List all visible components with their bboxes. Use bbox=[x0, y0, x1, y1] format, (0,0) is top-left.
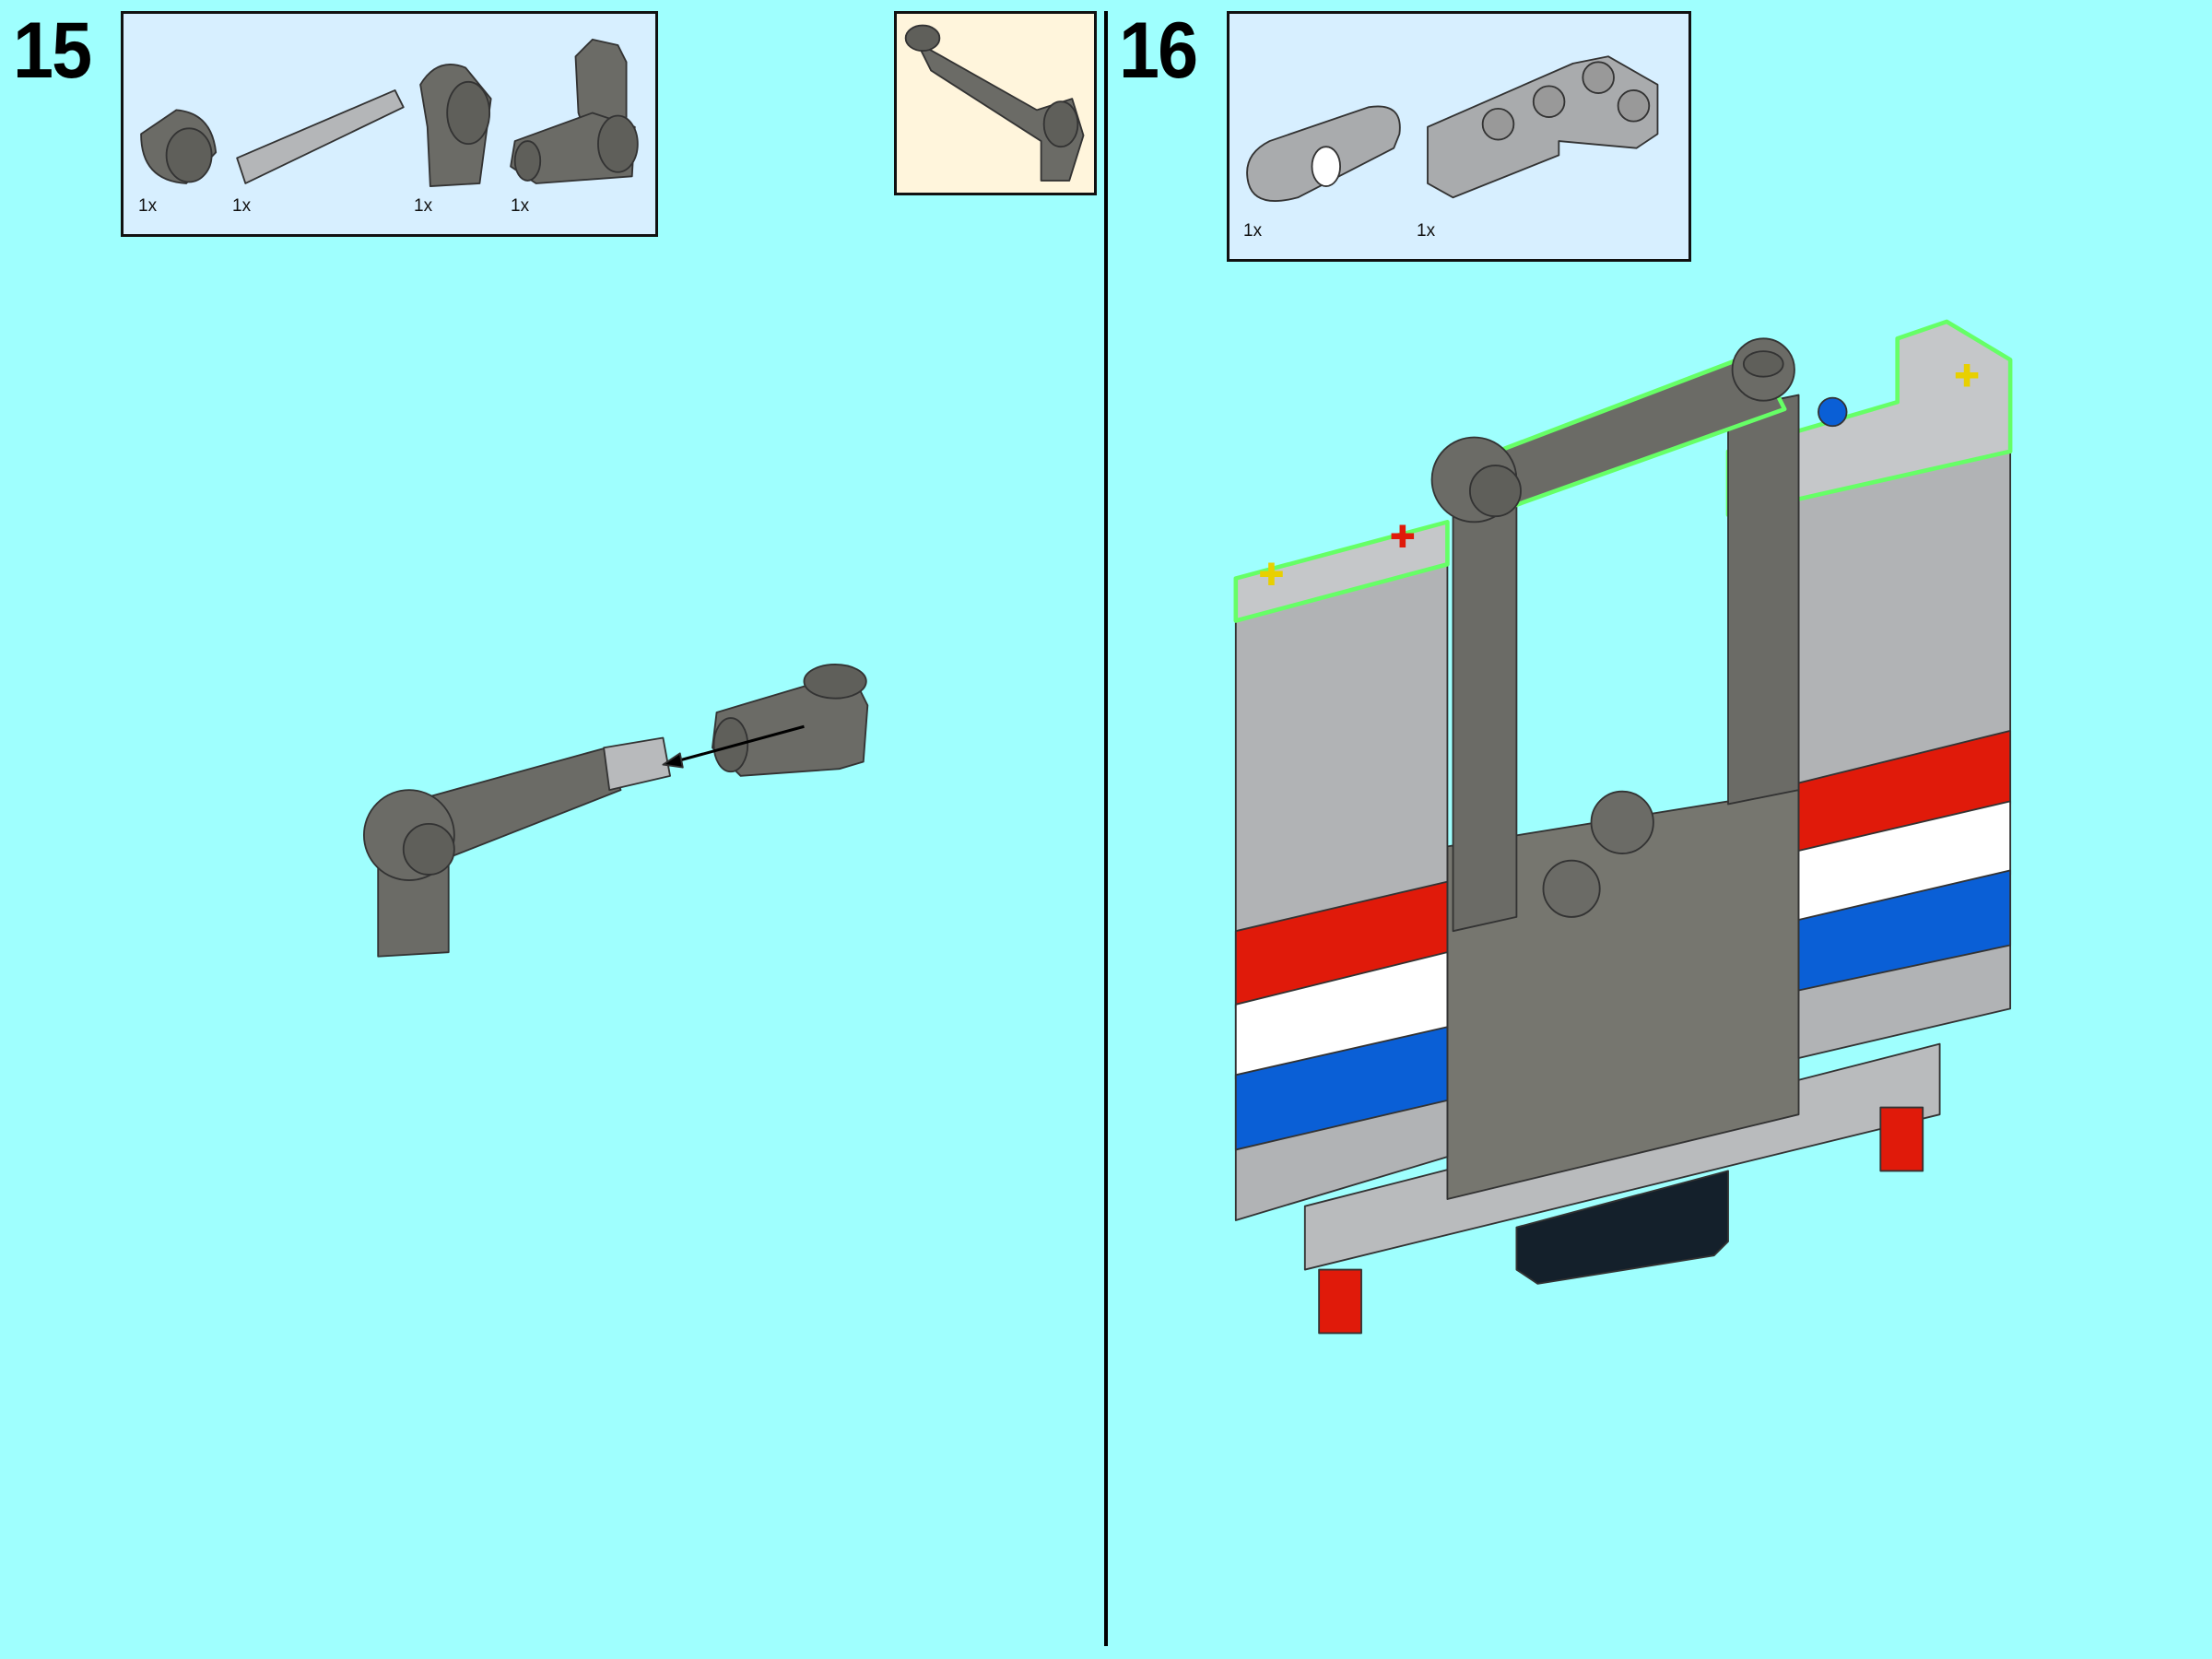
callout-subassembly-image bbox=[904, 24, 1085, 182]
svg-text:✚: ✚ bbox=[1258, 557, 1284, 593]
step-divider bbox=[1104, 11, 1108, 1646]
part-qty: 1x bbox=[414, 196, 433, 216]
part-qty: 1x bbox=[138, 196, 158, 216]
part-qty: 1x bbox=[1243, 221, 1263, 241]
step-number-16: 16 bbox=[1119, 6, 1198, 95]
part-qty: 1x bbox=[232, 196, 252, 216]
part-l-liftarm-image bbox=[1427, 55, 1659, 199]
part-thin-liftarm-image bbox=[1246, 105, 1401, 202]
arrow-head-icon bbox=[662, 752, 684, 769]
step-16-assembly: ✚ ✚ ✚ bbox=[1233, 319, 2013, 1335]
assembly-arrow bbox=[674, 724, 805, 764]
step-number-15: 15 bbox=[13, 6, 92, 95]
svg-text:✚: ✚ bbox=[1954, 358, 1980, 394]
part-pin-bush-image bbox=[140, 109, 218, 184]
axle bbox=[603, 736, 671, 792]
part-qty: 1x bbox=[1417, 221, 1436, 241]
part-angle-connector-1-image bbox=[419, 64, 492, 187]
part-qty: 1x bbox=[511, 196, 530, 216]
svg-text:✚: ✚ bbox=[1390, 519, 1416, 555]
part-angle-connector-6-image bbox=[510, 38, 639, 184]
step-15-assembly bbox=[362, 663, 869, 958]
part-axle-image bbox=[236, 89, 405, 184]
